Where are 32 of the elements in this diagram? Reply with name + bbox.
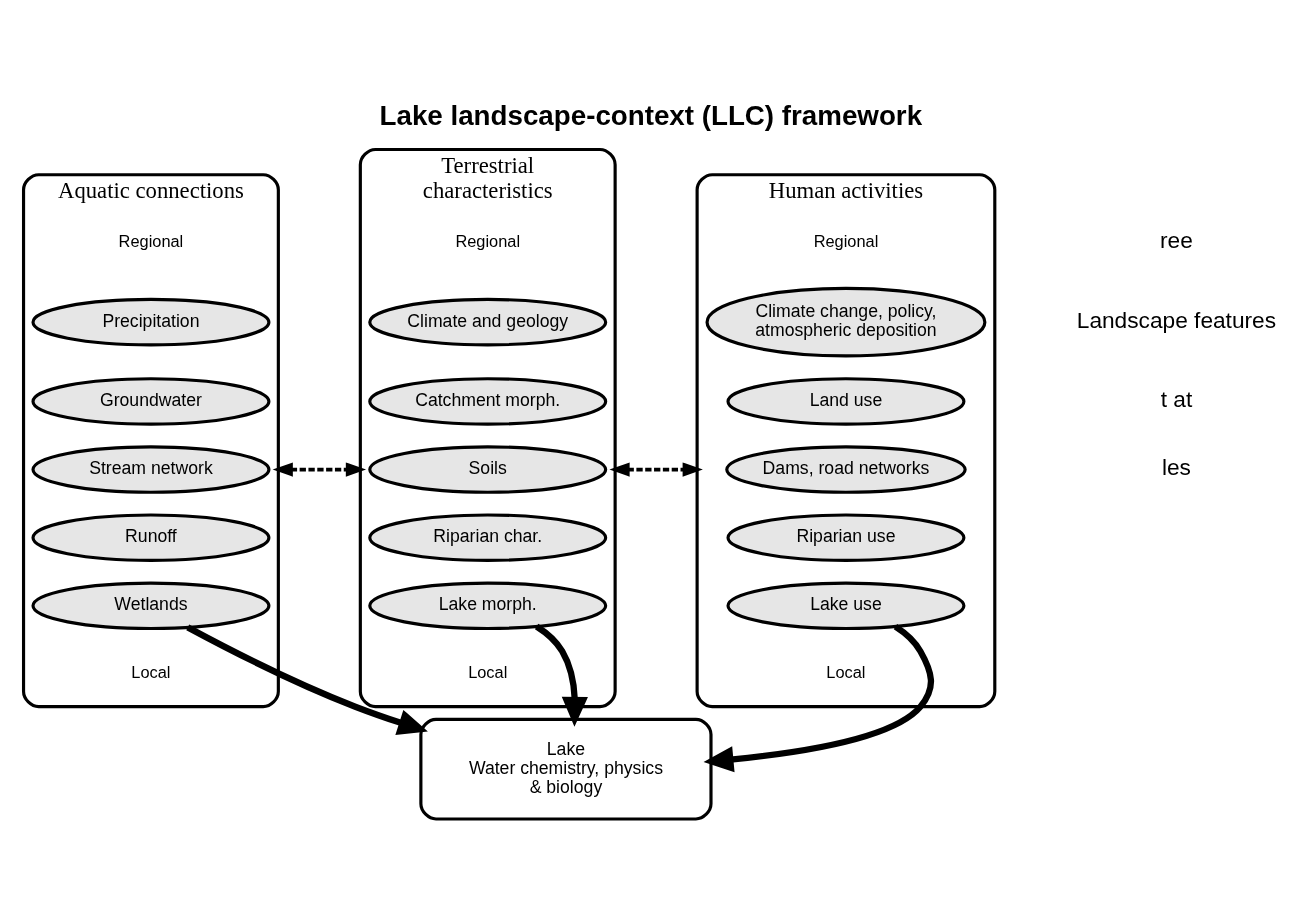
node-label: Regional	[118, 232, 184, 251]
node-label: Regional	[455, 232, 521, 251]
node-ellipse: Lake morph.	[368, 581, 608, 631]
node-label: Local	[468, 663, 508, 682]
node-ellipse: Precipitation	[31, 297, 271, 347]
node-label: Regional	[813, 232, 879, 251]
arrow	[272, 462, 367, 477]
node-ellipse: Runoff	[31, 513, 271, 562]
node-ellipse: Groundwater	[31, 377, 271, 426]
node-ellipse: Dams, road networks	[725, 445, 967, 494]
node-ellipse: Soils	[368, 445, 608, 494]
node-ellipse: Stream network	[31, 445, 271, 494]
diagram-title: Lake landscape-context (LLC) framework	[379, 100, 923, 132]
node-label: Local	[826, 663, 866, 682]
label: les	[1161, 454, 1191, 481]
label: Landscape features	[1076, 306, 1277, 333]
arrow	[186, 624, 428, 735]
label: t at	[1160, 385, 1193, 412]
arrow	[609, 462, 703, 477]
node-ellipse: Wetlands	[31, 581, 271, 631]
node-ellipse: Lake use	[726, 581, 966, 631]
node-ellipse: Catchment morph.	[368, 377, 608, 426]
node-label: Local	[131, 663, 171, 682]
node-ellipse: Riparian char.	[368, 513, 608, 562]
node-ellipse: Climate and geology	[368, 297, 608, 347]
label: ree	[1160, 227, 1193, 254]
node-box: Lake Water chemistry, physics & biology	[419, 717, 713, 821]
node-ellipse: Riparian use	[726, 513, 966, 562]
arrow	[703, 624, 935, 773]
arrow	[534, 623, 588, 727]
node-ellipse: Land use	[726, 377, 966, 426]
node-ellipse: Climate change, policy, atmospheric deposition	[705, 286, 987, 358]
